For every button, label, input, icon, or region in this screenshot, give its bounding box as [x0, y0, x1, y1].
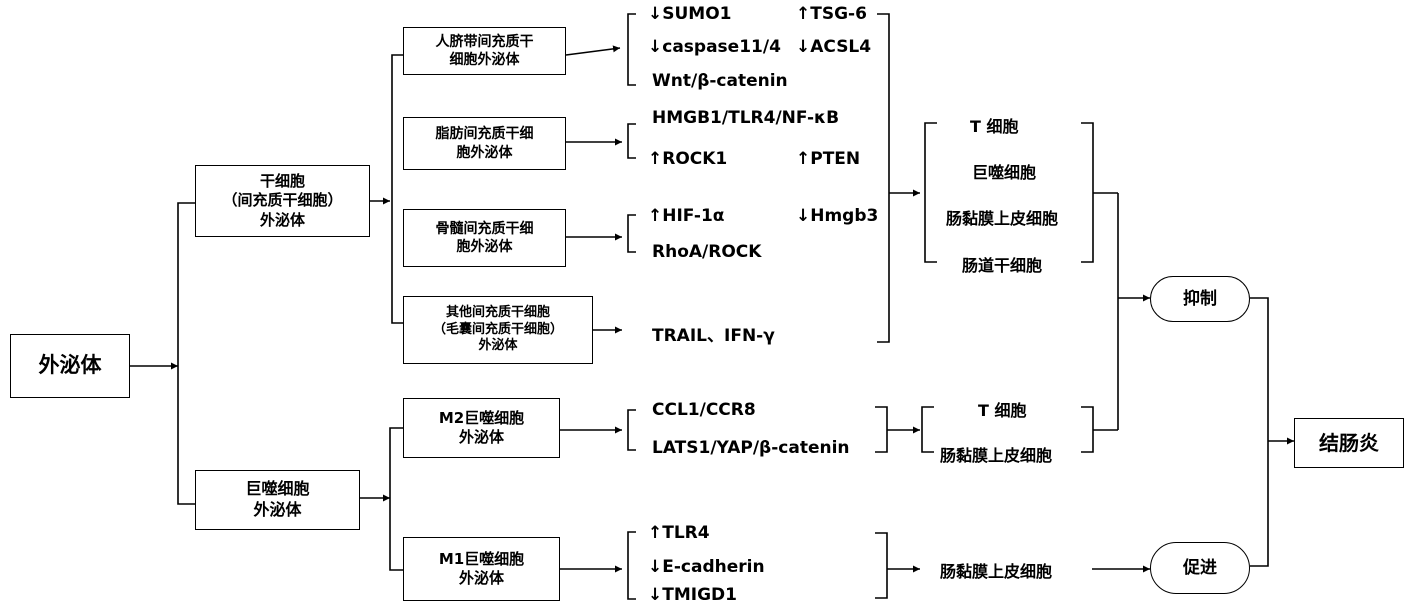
effect-inhibit: 抑制 — [1150, 276, 1250, 322]
mechanism-acsl4: ↓ACSL4 — [796, 37, 872, 57]
mechanism-tsg6: ↑TSG-6 — [796, 4, 867, 24]
mechanism-sumo1: ↓SUMO1 — [648, 4, 732, 24]
mechanism-trail: TRAIL、IFN-γ — [652, 326, 775, 346]
bone-marrow-msc-exosome-node: 骨髓间充质干细胞外泌体 — [403, 209, 566, 267]
target-cell-t-m2: T 细胞 — [978, 401, 1027, 420]
mechanism-ecadherin: ↓E-cadherin — [648, 557, 765, 577]
other-msc-exosome-node: 其他间充质干细胞（毛囊间充质干细胞）外泌体 — [403, 296, 593, 364]
mechanism-tmigd1: ↓TMIGD1 — [648, 585, 737, 605]
target-cell-intestinal-stem: 肠道干细胞 — [962, 256, 1043, 275]
stem-cell-exosome-node: 干细胞（间充质干细胞）外泌体 — [195, 165, 370, 237]
mechanism-ccl1: CCL1/CCR8 — [652, 400, 756, 420]
m2-macrophage-exosome-node: M2巨噬细胞外泌体 — [403, 398, 560, 458]
m1-macrophage-exosome-node: M1巨噬细胞外泌体 — [403, 537, 560, 601]
mechanism-caspase: ↓caspase11/4 — [648, 37, 781, 57]
mechanism-rhoa: RhoA/ROCK — [652, 242, 762, 262]
root-node-exosome: 外泌体 — [10, 334, 130, 398]
macrophage-exosome-node: 巨噬细胞外泌体 — [195, 470, 360, 530]
target-cell-t: T 细胞 — [970, 117, 1019, 136]
mechanism-pten: ↑PTEN — [796, 149, 861, 169]
target-cell-epithelial: 肠黏膜上皮细胞 — [946, 209, 1059, 228]
mechanism-rock1: ↑ROCK1 — [648, 149, 728, 169]
outcome-colitis: 结肠炎 — [1294, 418, 1404, 468]
target-cell-macrophage: 巨噬细胞 — [972, 163, 1037, 182]
mechanism-lats1: LATS1/YAP/β-catenin — [652, 438, 850, 458]
target-cell-epithelial-m2: 肠黏膜上皮细胞 — [940, 446, 1053, 465]
mechanism-tlr4: ↑TLR4 — [648, 523, 710, 543]
mechanism-hmgb1: HMGB1/TLR4/NF-κB — [652, 108, 840, 128]
umbilical-msc-exosome-node: 人脐带间充质干细胞外泌体 — [403, 27, 566, 75]
adipose-msc-exosome-node: 脂肪间充质干细胞外泌体 — [403, 117, 566, 170]
mechanism-hmgb3: ↓Hmgb3 — [796, 206, 879, 226]
effect-promote: 促进 — [1150, 542, 1250, 594]
mechanism-wnt: Wnt/β-catenin — [652, 71, 788, 91]
target-cell-epithelial-m1: 肠黏膜上皮细胞 — [940, 562, 1053, 581]
mechanism-hif: ↑HIF-1α — [648, 206, 725, 226]
